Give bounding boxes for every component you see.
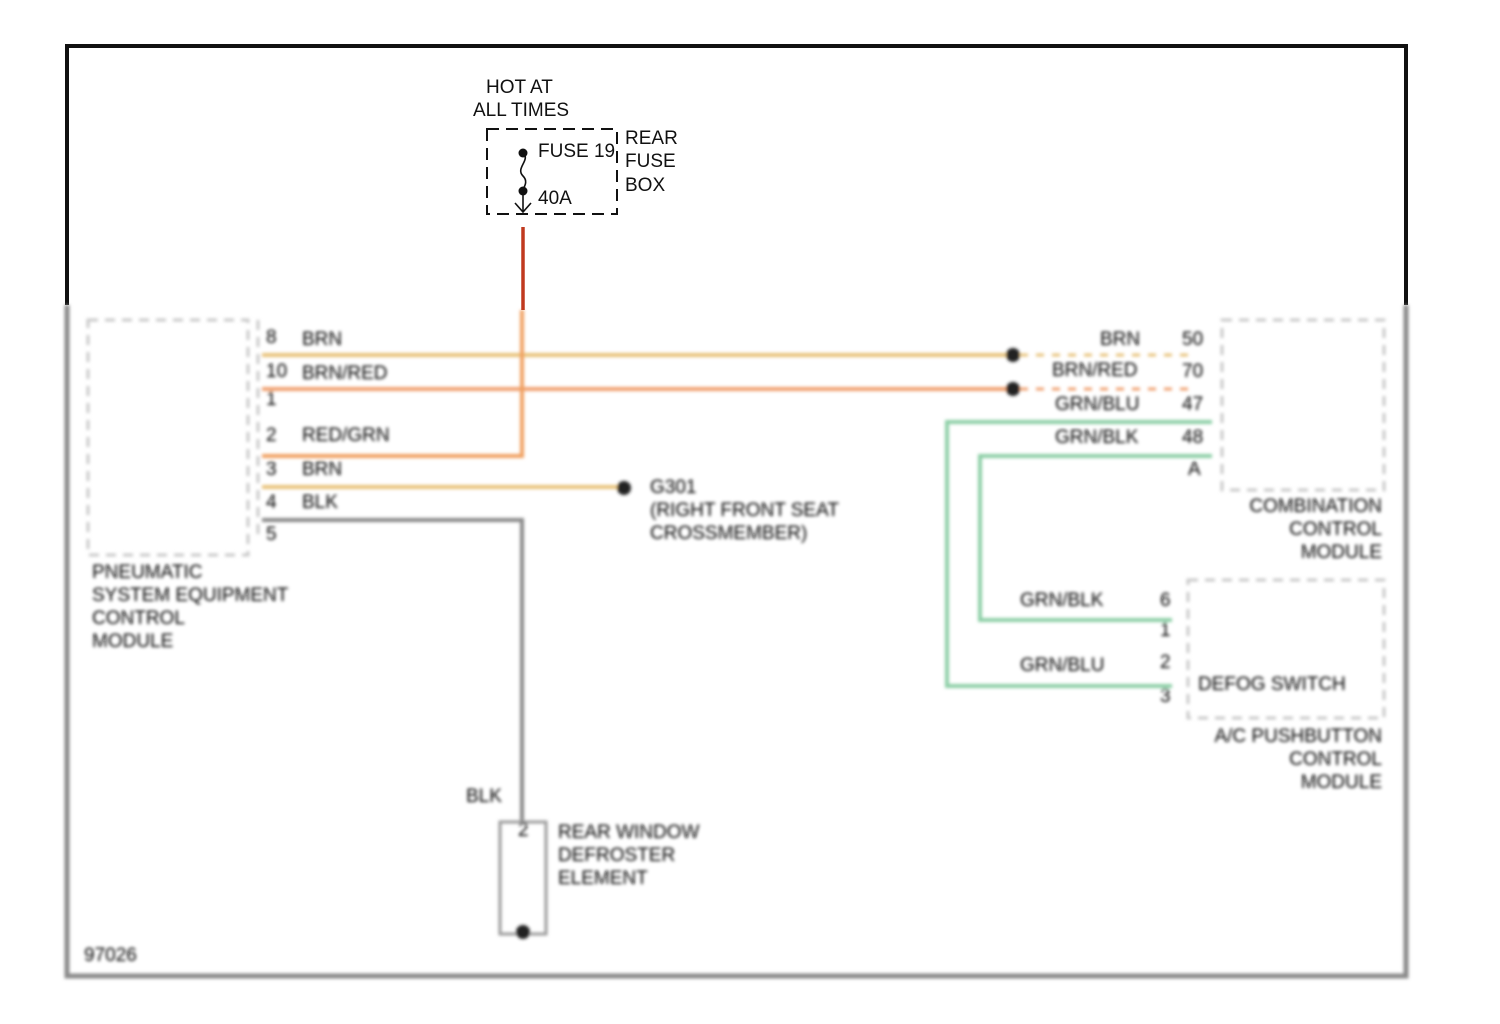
ac-pin-6: 6 [1160,590,1171,611]
wire-label-brn-red: BRN/RED [302,363,388,384]
pneumatic-pin-10: 10 [266,361,287,382]
right-wire-label-grn-blk: GRN/BLK [1055,427,1139,448]
wire-label-blk: BLK [302,492,338,513]
combination-pin-50: 50 [1182,329,1203,350]
ac-pin-2: 2 [1160,652,1171,673]
figure-id: 97026 [84,945,137,966]
pneumatic-pin-5: 5 [266,524,277,545]
pneumatic-pin-8: 8 [266,327,277,348]
ac-pin-3: 3 [1160,686,1171,707]
combination-pin-47: 47 [1182,394,1203,415]
pneumatic-module-name-3: CONTROL [92,608,185,629]
pneumatic-pin-3: 3 [266,459,277,480]
wire-label-brn-2: BRN [302,459,342,480]
pneumatic-pin-1: 1 [266,389,277,410]
wire-label-red-grn: RED/GRN [302,425,390,446]
combination-pin-a: A [1188,459,1201,480]
fuse-name: FUSE 19 [538,141,615,162]
defroster-wire-label: BLK [466,786,502,807]
combination-pin-70: 70 [1182,361,1203,382]
defroster-pin: 2 [518,820,529,841]
pneumatic-module-name-2: SYSTEM EQUIPMENT [92,585,289,606]
combination-module-name-1: COMBINATION [1249,496,1382,517]
ac-wire-label-grn-blk: GRN/BLK [1020,590,1104,611]
hot-at-line1: HOT AT [486,77,553,98]
wire-blk [262,520,522,822]
faded-region: 8 10 1 2 3 4 5 BRN BRN/RED RED/GRN BRN B… [67,305,1406,976]
ac-pin-1: 1 [1160,620,1171,641]
fuse-box-label-3: BOX [625,175,665,196]
hot-at-line2: ALL TIMES [473,100,569,121]
wire-grn-blk-long [947,422,1212,686]
ground-g301-line1: (RIGHT FRONT SEAT [650,500,839,521]
ground-g301-line2: CROSSMEMBER) [650,523,807,544]
ac-wire-label-grn-blu: GRN/BLU [1020,655,1104,676]
defog-switch-label: DEFOG SWITCH [1198,674,1346,695]
ac-module-name-1: A/C PUSHBUTTON [1214,726,1382,747]
fuse-box-label-1: REAR [625,128,678,149]
ac-module-name-3: MODULE [1301,772,1382,793]
right-wire-label-grn-blu: GRN/BLU [1055,394,1139,415]
pneumatic-pin-2: 2 [266,425,277,446]
right-wire-label-brn-red: BRN/RED [1052,360,1138,381]
combination-module-name-2: CONTROL [1289,519,1382,540]
defroster-name-2: DEFROSTER [558,845,675,866]
combination-pin-48: 48 [1182,427,1203,448]
splice-2 [1006,382,1020,396]
pneumatic-module-box [88,320,248,555]
ac-module-box [1188,580,1384,718]
defroster-name-3: ELEMENT [558,868,648,889]
splice-1 [1006,348,1020,362]
combination-module-box [1222,320,1384,490]
fuse-rating: 40A [538,188,572,209]
pneumatic-module-name-4: MODULE [92,631,173,652]
combination-module-name-3: MODULE [1301,542,1382,563]
ground-g301-id: G301 [650,477,696,498]
pneumatic-module-name-1: PNEUMATIC [92,562,202,583]
fuse-icon [521,153,526,190]
wire-label-brn-1: BRN [302,329,342,350]
defroster-ground-dot [516,925,530,939]
wire-red-grn [262,310,522,456]
pneumatic-pin-4: 4 [266,492,277,513]
fuse-box-label-2: FUSE [625,151,676,172]
frame-top [67,46,1406,305]
ground-g301-dot [617,481,631,495]
right-wire-label-brn: BRN [1100,329,1140,350]
defroster-name-1: REAR WINDOW [558,822,700,843]
ac-module-name-2: CONTROL [1289,749,1382,770]
